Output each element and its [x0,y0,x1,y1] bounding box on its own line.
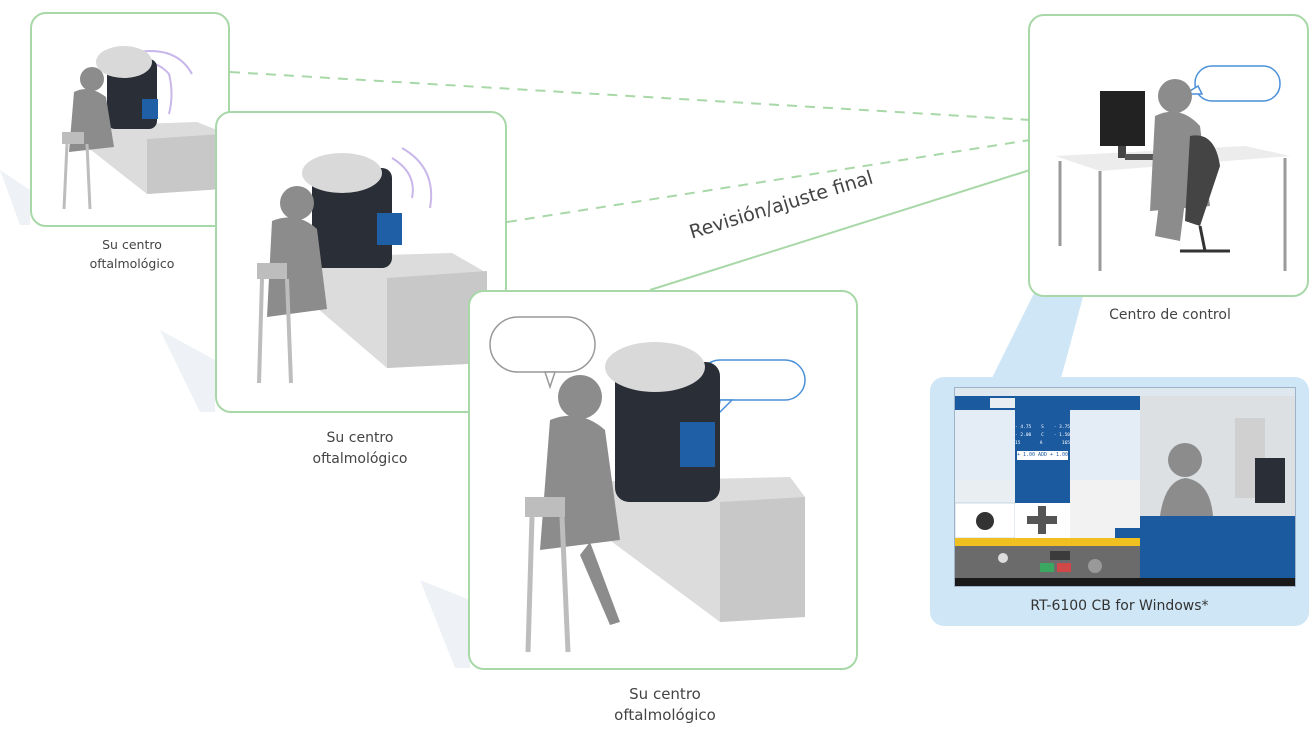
l-add: + 1.00 [1049,452,1068,458]
chair [525,497,565,517]
site-panel-2 [215,111,507,413]
monitor [1100,91,1145,146]
connection-line-dashed [229,71,1031,121]
caption-line: Su centro [326,430,394,446]
connection-line-dashed [506,139,1031,223]
patient-silhouette [1168,443,1202,477]
refraction-scene-illustration [489,316,806,653]
r-add: + 1.00 [1017,452,1036,458]
chair [257,263,287,279]
readout-sph-row: - 4.75 S - 3.75 [1015,425,1070,430]
control-center-caption: Centro de control [1080,305,1260,326]
software-ui-illustration [955,388,1295,586]
device-screen [142,99,158,119]
axis-label: A [1039,441,1043,446]
person-silhouette [80,67,104,91]
caption-line: Su centro [629,685,701,703]
site-panel-3 [468,290,858,670]
l-sph: - 3.75 [1053,425,1070,430]
caption-line: oftalmológico [614,706,716,724]
l-cyl: - 1.50 [1053,433,1070,438]
r-axis: 15 [1015,441,1021,446]
control-center-panel [1028,14,1309,297]
device-screen [680,422,715,467]
office-chair [1185,135,1220,226]
readout-axis-row: 15 A 165 [1015,441,1070,446]
person-silhouette [558,375,602,419]
add-label: ADD [1037,452,1048,458]
shadow-wedge [160,330,215,412]
r-sph: - 4.75 [1015,425,1032,430]
crosshair-icon [1027,516,1057,524]
software-caption: RT-6100 CB for Windows* [1030,598,1209,614]
wireless-signal-icon [391,157,414,199]
l-axis: 165 [1061,441,1070,446]
r-cyl: - 2.00 [1015,433,1032,438]
caption-line: oftalmológico [312,451,408,467]
shadow-wedge [0,170,30,225]
chair [62,132,84,144]
device-screen [377,213,402,245]
site-caption-2: Su centro oftalmológico [290,428,430,470]
taskbar [955,578,1295,586]
caption-line: Centro de control [1109,307,1231,323]
cyl-label: C [1041,433,1044,438]
site-caption-1: Su centro oftalmológico [62,235,202,273]
caption-line: oftalmológico [89,256,175,271]
software-callout: - 4.75 S - 3.75 - 2.00 C - 1.50 15 A 165… [930,377,1309,626]
control-center-illustration [1055,65,1290,271]
software-screenshot: - 4.75 S - 3.75 - 2.00 C - 1.50 15 A 165… [954,387,1296,587]
site-caption-3: Su centro oftalmológico [585,684,745,726]
blue-panel [1140,516,1295,578]
joystick-icon [976,512,994,530]
readout-add-row: + 1.00 ADD + 1.00 [1017,452,1068,458]
speech-bubble-operator [1194,65,1281,102]
caption-line: Su centro [102,237,162,252]
refraction-scene-illustration [257,147,487,384]
software-tabbar [955,396,1140,410]
speech-bubble-patient [489,316,596,373]
connection-line-solid [649,169,1031,291]
operator-silhouette [1158,79,1192,113]
person-silhouette [280,186,314,220]
site-panel-1 [30,12,230,227]
refraction-scene-illustration [62,46,222,210]
shadow-wedge [420,580,470,668]
readout-cyl-row: - 2.00 C - 1.50 [1015,433,1070,438]
phoropter-device [312,168,392,268]
sph-label: S [1041,425,1044,430]
